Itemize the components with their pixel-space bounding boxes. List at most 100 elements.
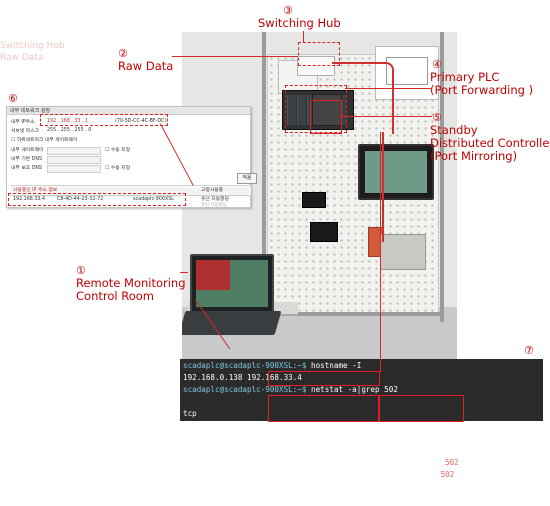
frame-post-left <box>262 32 266 322</box>
hub-number-icon: ③ <box>283 4 293 17</box>
checkbox-icon: ☐ <box>105 148 111 153</box>
host-ip-highlight-box <box>268 371 380 386</box>
output-text: 192.168.0.138 192.168.33.4 <box>183 373 302 382</box>
row-label: 내부 게이트웨이 <box>11 148 44 153</box>
table-row-highlight-box <box>8 193 186 206</box>
mac-address-text: (70-5D-CC-4C-BF-DC) <box>115 119 167 124</box>
status-cell: 유선 자동할당 <box>201 197 230 202</box>
testbed-photo <box>182 32 457 362</box>
standby-sublabel: Distributed Controller <box>430 136 550 150</box>
terminal-window[interactable]: scadaplc@scadaplc-900XSL:~$ hostname -I … <box>180 359 543 491</box>
hmi-touch-panel <box>358 144 434 200</box>
row-label: 하위네트워크 내부 게이트웨이 <box>16 138 78 143</box>
raw-data-label: Raw Data <box>118 59 174 73</box>
frame-post-right <box>440 32 444 322</box>
row-subnet-gateway: ☐ 하위네트워크 내부 게이트웨이 <box>11 137 77 144</box>
ip-cell: 192.168.33.4 <box>13 197 46 202</box>
hostname-cell: scadaplc-900XSL <box>133 197 174 202</box>
plc-module <box>307 95 316 125</box>
subnet-field[interactable]: 255 . 255 . 255 . 0 <box>47 128 92 133</box>
row-label: 내부 보조 DNS <box>11 166 43 171</box>
internal-ip-field[interactable]: 192 . 168 . 33 . 1 <box>47 119 89 124</box>
laptop-keyboard <box>182 311 282 335</box>
prompt: scadaplc@scadaplc-900XSL:~$ <box>183 361 307 370</box>
plc-module <box>287 95 296 125</box>
proto-cell: tcp <box>183 421 197 431</box>
proto-cell: tcp <box>183 409 197 419</box>
recv-cell: 0 <box>235 433 240 443</box>
remote-monitoring-sublabel: Control Room <box>76 289 154 303</box>
panel-meter-large <box>310 222 338 242</box>
ip-highlight-box <box>40 114 168 126</box>
prompt: scadaplc@scadaplc-900XSL:~$ <box>183 385 307 394</box>
hub-leader-line <box>303 31 304 43</box>
wiring-diagram-sheet <box>375 46 439 100</box>
ethernet-cable <box>352 132 384 242</box>
state-cell: ESTABLISHED <box>489 482 540 492</box>
terminal-line: scadaplc@scadaplc-900XSL:~$ hostname -I <box>183 360 361 372</box>
checkbox-icon[interactable]: ☐ <box>11 138 17 143</box>
remote-leader-line <box>180 272 188 273</box>
plc-leader-line <box>345 88 431 89</box>
standby-number-icon: ⑤ <box>432 111 442 124</box>
hmi-screen <box>365 151 427 193</box>
standby-leader-line <box>340 116 432 117</box>
raw-leader-line <box>172 56 298 57</box>
standby-label: Standby <box>430 123 478 137</box>
standby-sublabel-2: (Port Mirroring) <box>430 149 518 163</box>
terminal-number-icon: ⑦ <box>524 344 534 357</box>
ghost-label-hub: Switching Hub <box>0 41 65 51</box>
diagram-lines <box>386 57 428 85</box>
terminal-line: scadaplc@scadaplc-900XSL:~$ netstat -a|g… <box>183 384 398 396</box>
frame-bottom-rail <box>262 312 444 316</box>
foreign-address-cell: 192.168.33.7:502 <box>381 469 454 481</box>
row-subnet: 서브넷 마스크 <box>11 128 39 135</box>
ghost-label-raw: Raw Data <box>0 53 44 63</box>
remote-number-icon: ① <box>76 264 86 277</box>
row-label: 내부 IP주소 <box>11 120 35 125</box>
dns1-field[interactable] <box>47 156 101 164</box>
primary-plc-sublabel: (Port Forwarding ) <box>430 83 534 97</box>
laptop-display-window <box>196 260 230 290</box>
io-terminal-block <box>380 234 426 270</box>
foreign-port: 502 <box>440 470 455 480</box>
row-internal-ip: 내부 IP주소 <box>11 119 35 126</box>
status-cell-secondary: 유선 자동할당 <box>201 203 227 208</box>
ethernet-cable <box>332 62 394 134</box>
mac-cell: C8-4D-44-23-32-72 <box>57 197 104 202</box>
ip-table-row[interactable]: 192.168.33.4 C8-4D-44-23-32-72 scadaplc-… <box>11 196 251 204</box>
checkbox-icon: ☐ <box>105 166 111 171</box>
command: hostname -I <box>306 361 362 370</box>
gateway-field[interactable] <box>47 147 101 155</box>
plc-number-icon: ④ <box>432 58 442 71</box>
row-dns1: 내부 기본 DNS <box>11 156 42 163</box>
ip-table-header: 사용중인 IP 주소 정보 고정사용중 <box>11 187 251 196</box>
terminal-line: 192.168.0.138 192.168.33.4 <box>183 372 302 384</box>
remote-laptop-screen <box>190 254 274 313</box>
remote-monitoring-label: Remote Monitoring <box>76 276 186 290</box>
primary-plc-label: Primary PLC <box>430 70 500 84</box>
command: netstat -a|grep 502 <box>306 385 398 394</box>
standby-to-terminal-line <box>380 132 381 372</box>
option-label: 수동 지정 <box>110 148 131 153</box>
apply-button[interactable]: 적용 <box>237 173 257 184</box>
panel-divider <box>11 185 253 186</box>
plc-module <box>297 95 306 125</box>
netstat-row: tcp 0 0 scadaplc-900XSL:49784 192.168.33… <box>183 408 543 506</box>
dns-manual-option[interactable]: ☐ 수동 지정 <box>105 165 130 172</box>
send-cell: 0 <box>265 445 270 455</box>
dns2-field[interactable] <box>47 165 101 173</box>
network-settings-panel: 내부 네트워크 설정 내부 IP주소 192 . 168 . 33 . 1 (7… <box>6 106 257 208</box>
ip-table-column: 고정사용중 <box>201 188 224 193</box>
standby-highlight-box <box>310 100 342 134</box>
row-dns2: 내부 보조 DNS <box>11 165 42 172</box>
hub-highlight-box <box>298 42 340 66</box>
plc-highlight-box <box>285 85 347 133</box>
gateway-manual-option[interactable]: ☐ 수동 지정 <box>105 147 130 154</box>
raw-number-icon: ② <box>118 47 128 60</box>
local-address-highlight-box <box>268 395 380 422</box>
panel-number-icon: ⑥ <box>8 92 18 105</box>
row-gateway: 내부 게이트웨이 <box>11 147 43 154</box>
panel-meter <box>302 192 326 208</box>
row-label: 서브넷 마스크 <box>11 129 40 134</box>
